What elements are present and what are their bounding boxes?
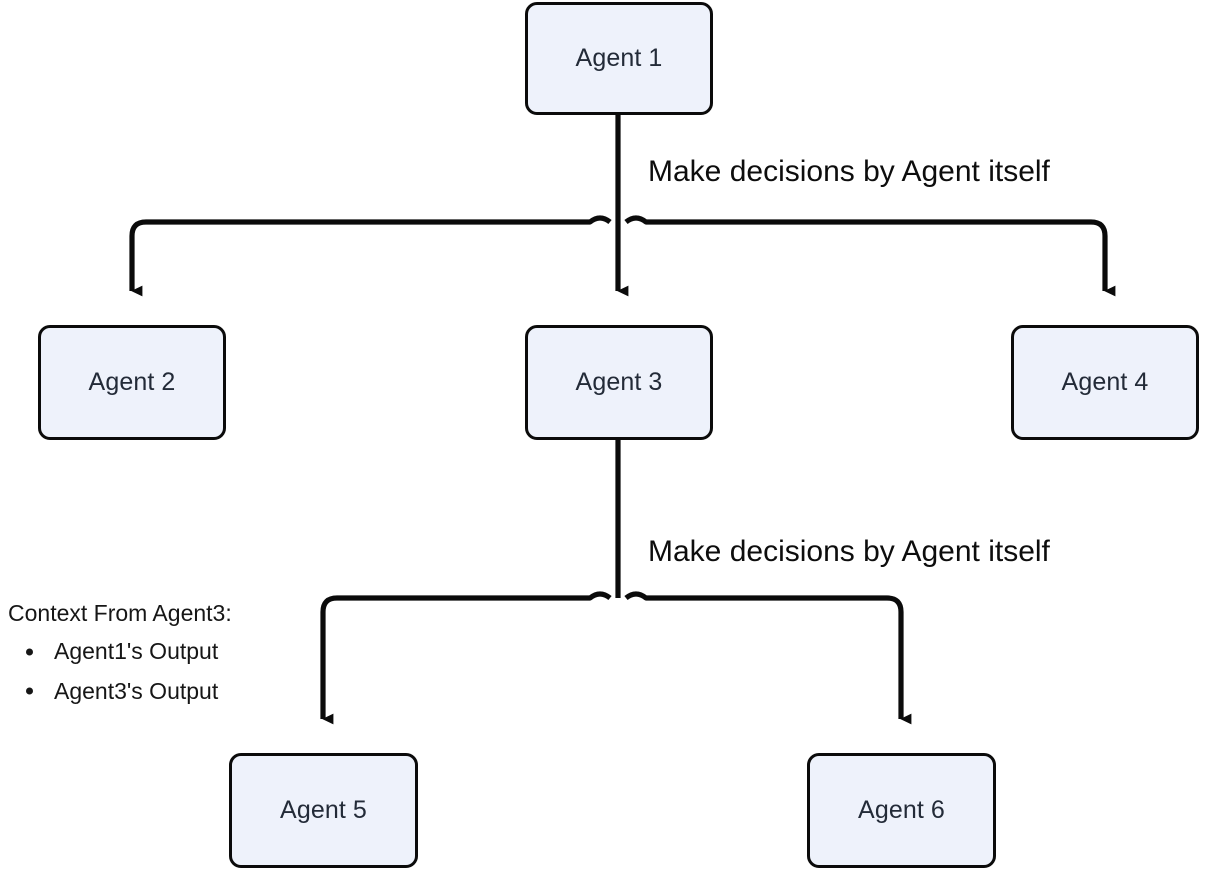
node-agent5-label: Agent 5 bbox=[280, 796, 367, 824]
list-item-label: Agent1's Output bbox=[54, 638, 219, 665]
bullet-icon bbox=[26, 648, 33, 656]
node-agent3[interactable]: Agent 3 bbox=[525, 325, 713, 440]
node-agent2[interactable]: Agent 2 bbox=[38, 325, 226, 440]
node-agent4[interactable]: Agent 4 bbox=[1011, 325, 1199, 440]
node-agent4-label: Agent 4 bbox=[1061, 368, 1149, 396]
node-agent5[interactable]: Agent 5 bbox=[229, 753, 418, 868]
edge-agent1-to-agent2 bbox=[129, 215, 612, 297]
node-agent2-label: Agent 2 bbox=[88, 368, 176, 396]
node-agent1-label: Agent 1 bbox=[575, 44, 663, 72]
bullet-icon bbox=[26, 687, 33, 695]
list-item: Agent3's Output bbox=[8, 672, 232, 712]
edge-label-top: Make decisions by Agent itself bbox=[648, 155, 1050, 188]
node-agent6-label: Agent 6 bbox=[858, 796, 945, 824]
node-agent1[interactable]: Agent 1 bbox=[525, 2, 713, 115]
edge-agent3-to-agent5 bbox=[320, 591, 612, 725]
context-note: Context From Agent3: Agent1's Output Age… bbox=[8, 601, 232, 711]
edge-label-bottom: Make decisions by Agent itself bbox=[648, 535, 1050, 568]
context-note-list: Agent1's Output Agent3's Output bbox=[8, 632, 232, 711]
edge-agent3-to-agent6 bbox=[624, 591, 912, 725]
list-item-label: Agent3's Output bbox=[54, 677, 219, 704]
list-item: Agent1's Output bbox=[8, 632, 232, 672]
edge-agent1-to-agent4 bbox=[624, 215, 1116, 297]
node-agent6[interactable]: Agent 6 bbox=[807, 753, 996, 868]
context-note-title: Context From Agent3: bbox=[8, 600, 232, 626]
node-agent3-label: Agent 3 bbox=[575, 368, 663, 396]
